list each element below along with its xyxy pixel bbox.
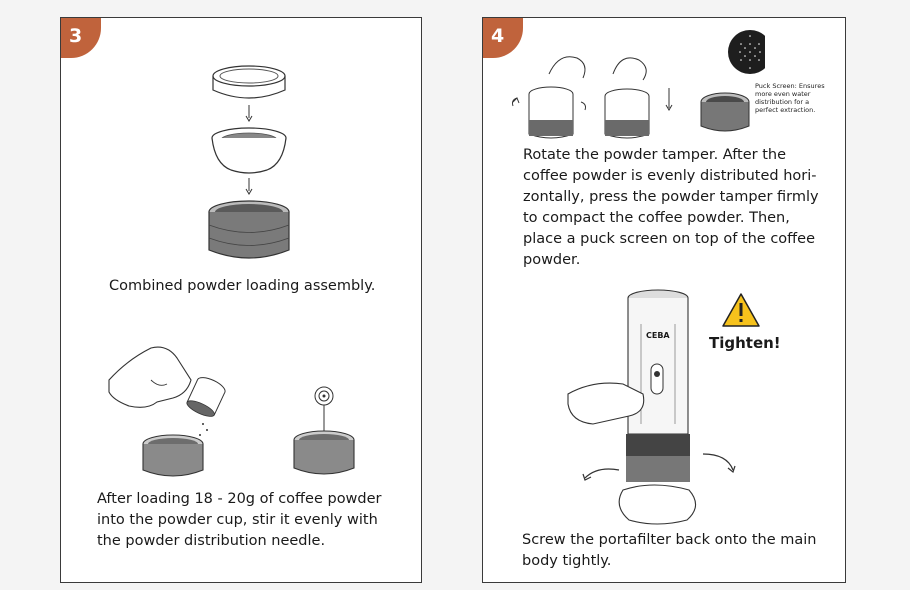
tighten-device-illustration (567, 289, 736, 525)
stirring-illustration (293, 386, 355, 475)
tamper-caption: Rotate the powder tamper. After the coff… (523, 147, 819, 268)
device-brand-label: CEBA (646, 331, 670, 340)
assembly-caption: Combined powder loading assembly. (109, 278, 376, 294)
step-number-badge: 3 (61, 18, 101, 58)
loading-caption: After loading 18 - 20g of coffee powder … (97, 491, 382, 549)
puck-screen-note: Puck Screen: Ensures more even water dis… (755, 82, 825, 114)
tighten-warning-label: Tighten! (709, 334, 781, 352)
step-3-panel: 3 Combined powder loading assembly. (60, 17, 422, 583)
warning-icon (722, 293, 760, 327)
assembly-illustration (208, 65, 290, 259)
powder-loading-illustration (108, 346, 226, 477)
step-4-panel: 4 Puck Screen: Ensures more even wate (482, 17, 846, 583)
puck-screen-illustration (700, 30, 765, 132)
tamper-rotate-illustration (512, 56, 673, 139)
tighten-caption: Screw the portafilter back onto the main… (522, 532, 817, 569)
